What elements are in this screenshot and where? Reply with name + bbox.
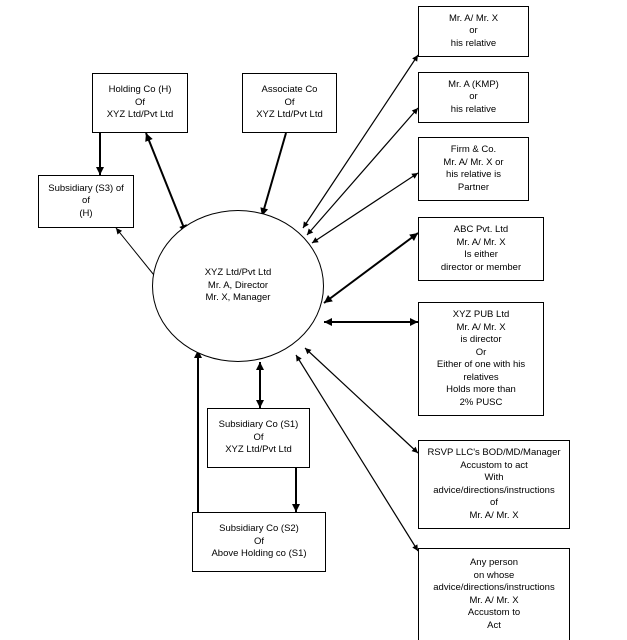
right-box-line: Holds more than xyxy=(446,384,516,395)
right-box-line: Either of one with his xyxy=(436,359,526,370)
arrow-head xyxy=(411,446,418,453)
right-box-relative: Mr. A/ Mr. X or his relative xyxy=(418,6,529,57)
arrow-head xyxy=(96,167,104,175)
right-box-line: relatives xyxy=(463,371,499,383)
right-box-line: Partner xyxy=(457,181,490,193)
right-box-line: ABC Pvt. Ltd xyxy=(453,224,509,235)
subsidiary-s2-box: Subsidiary Co (S2) Of Above Holding co (… xyxy=(192,512,326,572)
subsidiary-s3-box: Subsidiary (S3) of of (H) xyxy=(38,175,134,228)
arrow-head xyxy=(296,355,302,362)
connector-arrow xyxy=(311,172,419,244)
right-box-line: Mr. A/ Mr. X or xyxy=(443,156,504,168)
holding-line-2: Of xyxy=(134,96,146,108)
arrow-head xyxy=(324,295,333,303)
arrow-head xyxy=(145,133,153,142)
right-box-line: director or member xyxy=(440,261,522,273)
holding-line-1: Holding Co (H) xyxy=(108,84,172,96)
right-box-kmp: Mr. A (KMP) or his relative xyxy=(418,72,529,123)
connector-arrow xyxy=(304,347,419,454)
right-box-line: advice/directions/instructions xyxy=(433,484,555,496)
s2-line-1: Subsidiary Co (S2) xyxy=(219,523,299,535)
right-box-line: Any person xyxy=(469,557,519,568)
right-box-line: is director xyxy=(460,334,502,345)
center-line-3: Mr. X, Manager xyxy=(205,292,271,304)
associate-line-2: Of xyxy=(284,96,295,108)
holding-company-box: Holding Co (H) Of XYZ Ltd/Pvt Ltd xyxy=(92,73,188,133)
right-box-line: Mr. A/ Mr. X xyxy=(469,594,519,606)
s1-line-2: Of xyxy=(253,431,264,443)
arrow-head xyxy=(256,400,264,408)
arrow-head xyxy=(410,318,418,326)
associate-line-3: XYZ Ltd/Pvt Ltd xyxy=(256,109,323,121)
connector-arrow xyxy=(145,132,187,234)
right-box-line: Accustom to xyxy=(467,607,521,618)
right-box-line: Is either xyxy=(464,249,498,260)
right-box-line: Mr. A/ Mr. X xyxy=(448,12,499,24)
right-box-line: his relative xyxy=(450,103,497,115)
right-box-line: his relative is xyxy=(446,169,501,180)
right-box-line: Mr. A/ Mr. X xyxy=(456,321,506,333)
right-box-line: RSVP LLC's BOD/MD/Manager xyxy=(427,447,561,458)
associate-line-1: Associate Co xyxy=(261,84,318,96)
subsidiary-s1-box: Subsidiary Co (S1) Of XYZ Ltd/Pvt Ltd xyxy=(207,408,310,468)
center-line-1: XYZ Ltd/Pvt Ltd xyxy=(204,267,272,279)
arrow-head xyxy=(194,350,202,358)
central-company-circle: XYZ Ltd/Pvt Ltd Mr. A, Director Mr. X, M… xyxy=(152,210,324,362)
arrow-head xyxy=(292,504,300,512)
right-box-xyz-pub: XYZ PUB Ltd Mr. A/ Mr. X is director Or … xyxy=(418,302,544,416)
arrow-head xyxy=(412,544,418,551)
arrow-head xyxy=(324,318,332,326)
right-box-line: or xyxy=(469,25,478,37)
right-box-line: Firm & Co. xyxy=(450,144,497,155)
right-box-firm: Firm & Co. Mr. A/ Mr. X or his relative … xyxy=(418,137,529,201)
right-box-line: Mr. A/ Mr. X xyxy=(469,509,519,521)
s2-line-2: Of xyxy=(253,535,265,547)
arrow-head xyxy=(303,221,309,228)
s3-line-3: (H) xyxy=(79,207,93,219)
associate-company-box: Associate Co Of XYZ Ltd/Pvt Ltd xyxy=(242,73,337,133)
right-box-line: or xyxy=(469,91,478,103)
right-box-line: of xyxy=(490,497,498,508)
arrow-head xyxy=(411,173,418,179)
right-box-line: Act xyxy=(487,619,501,631)
right-box-abc-pvt: ABC Pvt. Ltd Mr. A/ Mr. X Is either dire… xyxy=(418,217,544,281)
s3-line-2: of xyxy=(82,195,90,207)
arrow-head xyxy=(412,55,418,62)
arrow-head xyxy=(411,108,418,115)
arrow-head xyxy=(312,237,319,243)
holding-line-3: XYZ Ltd/Pvt Ltd xyxy=(106,109,174,121)
right-box-line: Or xyxy=(475,346,487,358)
right-box-line: advice/directions/instructions xyxy=(433,582,555,593)
s1-line-3: XYZ Ltd/Pvt Ltd xyxy=(225,444,292,456)
s3-line-1: Subsidiary (S3) of xyxy=(48,182,124,194)
right-box-any-person: Any person on whose advice/directions/in… xyxy=(418,548,570,640)
arrow-head xyxy=(256,362,264,370)
right-box-line: Accustom to act xyxy=(460,459,528,471)
arrow-head xyxy=(116,228,123,235)
right-box-rsvp-llc: RSVP LLC's BOD/MD/Manager Accustom to ac… xyxy=(418,440,570,529)
right-box-line: 2% PUSC xyxy=(459,396,503,408)
connector-arrow xyxy=(302,54,419,229)
arrow-head xyxy=(409,233,418,241)
right-box-line: Mr. A/ Mr. X xyxy=(456,236,506,248)
right-box-line: on whose xyxy=(473,569,515,581)
arrow-head xyxy=(305,348,312,355)
connector-arrow xyxy=(295,354,419,552)
center-line-2: Mr. A, Director xyxy=(207,279,269,291)
right-box-line: Mr. A (KMP) xyxy=(448,78,499,90)
s1-line-1: Subsidiary Co (S1) xyxy=(218,419,299,431)
connector-arrow xyxy=(323,232,419,304)
arrow-head xyxy=(307,228,314,235)
right-box-line: XYZ PUB Ltd xyxy=(452,309,510,320)
right-box-line: his relative xyxy=(450,37,497,49)
right-box-line: With xyxy=(484,472,504,483)
connector-arrow xyxy=(261,132,287,217)
s2-line-3: Above Holding co (S1) xyxy=(211,548,307,560)
connector-arrow xyxy=(306,107,419,236)
